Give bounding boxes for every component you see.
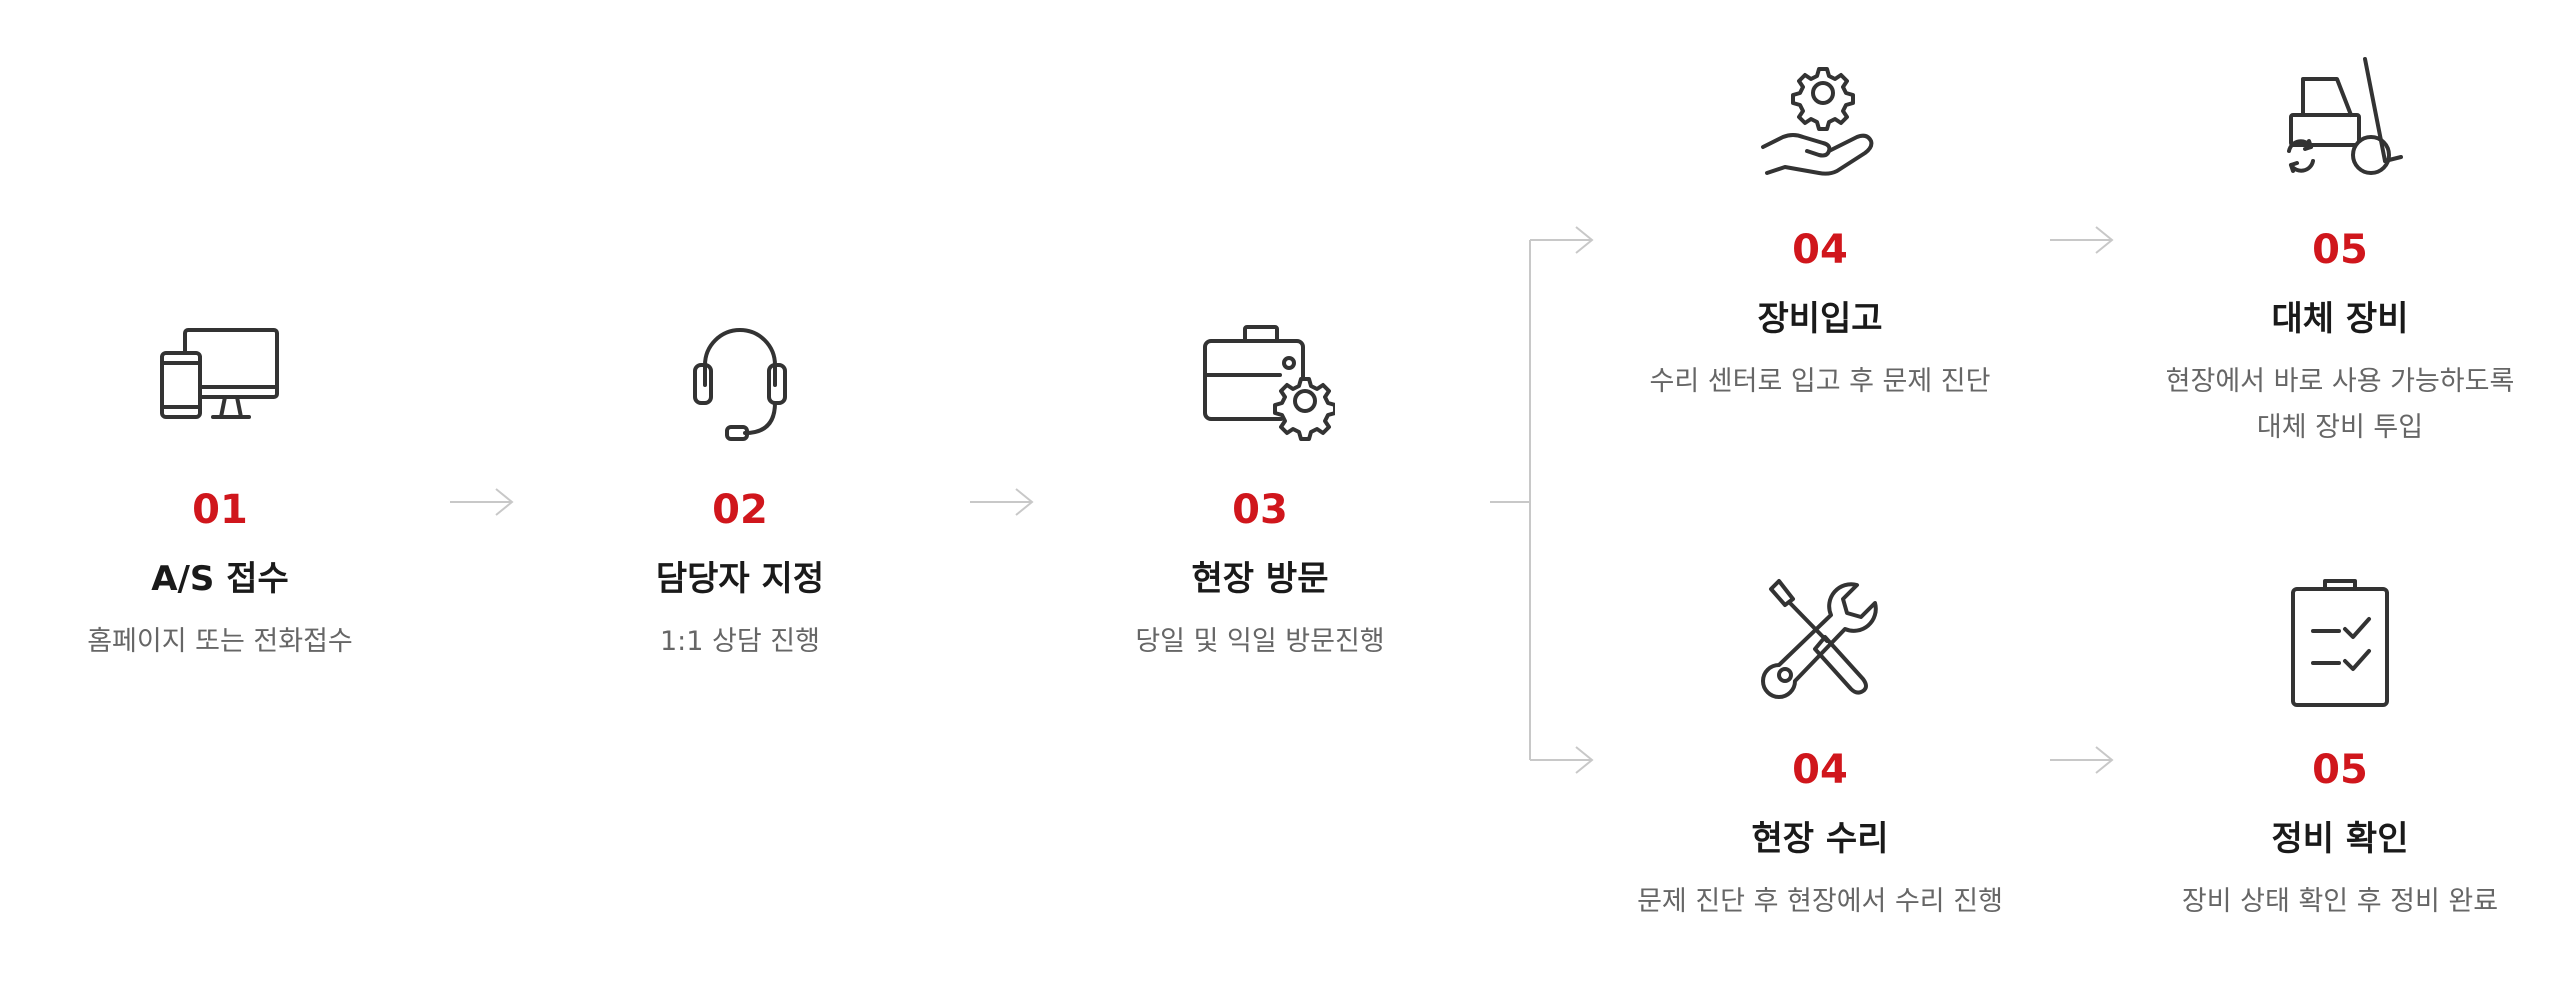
- step-assign-manager: 02 담당자 지정 1:1 상담 진행: [520, 305, 960, 665]
- step-description: 장비 상태 확인 후 정비 완료: [2181, 886, 2499, 917]
- step-title: 현장 수리: [1751, 819, 1889, 859]
- step-number: 01: [192, 487, 248, 533]
- step-equipment-intake: 04 장비입고 수리 센터로 입고 후 문제 진단: [1600, 45, 2040, 405]
- arrow-01-02: [450, 488, 514, 516]
- monitor-phone-icon: [145, 305, 295, 455]
- step-replacement-equipment: 05 대체 장비 현장에서 바로 사용 가능하도록 대체 장비 투입: [2120, 45, 2560, 451]
- step-number: 03: [1232, 487, 1288, 533]
- toolbox-gear-icon: [1185, 305, 1337, 455]
- step-description: 수리 센터로 입고 후 문제 진단: [1649, 366, 1991, 397]
- step-site-visit: 03 현장 방문 당일 및 익일 방문진행: [1040, 305, 1480, 665]
- step-description: 홈페이지 또는 전화접수: [87, 626, 353, 657]
- step-onsite-repair: 04 현장 수리 문제 진단 후 현장에서 수리 진행: [1600, 565, 2040, 925]
- step-title: A/S 접수: [151, 559, 289, 599]
- wrench-screwdriver-icon: [1745, 565, 1895, 715]
- step-description: 문제 진단 후 현장에서 수리 진행: [1637, 886, 2003, 917]
- headset-icon: [665, 305, 815, 455]
- step-number: 04: [1792, 747, 1848, 793]
- step-number: 05: [2312, 227, 2368, 273]
- step-description: 1:1 상담 진행: [660, 626, 820, 657]
- step-title: 현장 방문: [1191, 559, 1329, 599]
- step-as-reception: 01 A/S 접수 홈페이지 또는 전화접수: [0, 305, 440, 665]
- forklift-icon: [2265, 45, 2415, 195]
- step-title: 대체 장비: [2271, 299, 2409, 339]
- hand-gear-icon: [1745, 45, 1895, 195]
- branch-connector: [1490, 226, 1594, 774]
- step-title: 담당자 지정: [655, 559, 825, 599]
- step-maintenance-check: 05 정비 확인 장비 상태 확인 후 정비 완료: [2120, 565, 2560, 925]
- clipboard-check-icon: [2265, 565, 2415, 715]
- step-title: 정비 확인: [2271, 819, 2409, 859]
- arrow-04-05-bottom: [2050, 746, 2114, 774]
- step-description: 당일 및 익일 방문진행: [1135, 626, 1385, 657]
- step-number: 05: [2312, 747, 2368, 793]
- step-description: 현장에서 바로 사용 가능하도록 대체 장비 투입: [2165, 366, 2515, 443]
- step-number: 02: [712, 487, 768, 533]
- step-number: 04: [1792, 227, 1848, 273]
- arrow-02-03: [970, 488, 1034, 516]
- arrow-04-05-top: [2050, 226, 2114, 254]
- step-title: 장비입고: [1757, 299, 1883, 339]
